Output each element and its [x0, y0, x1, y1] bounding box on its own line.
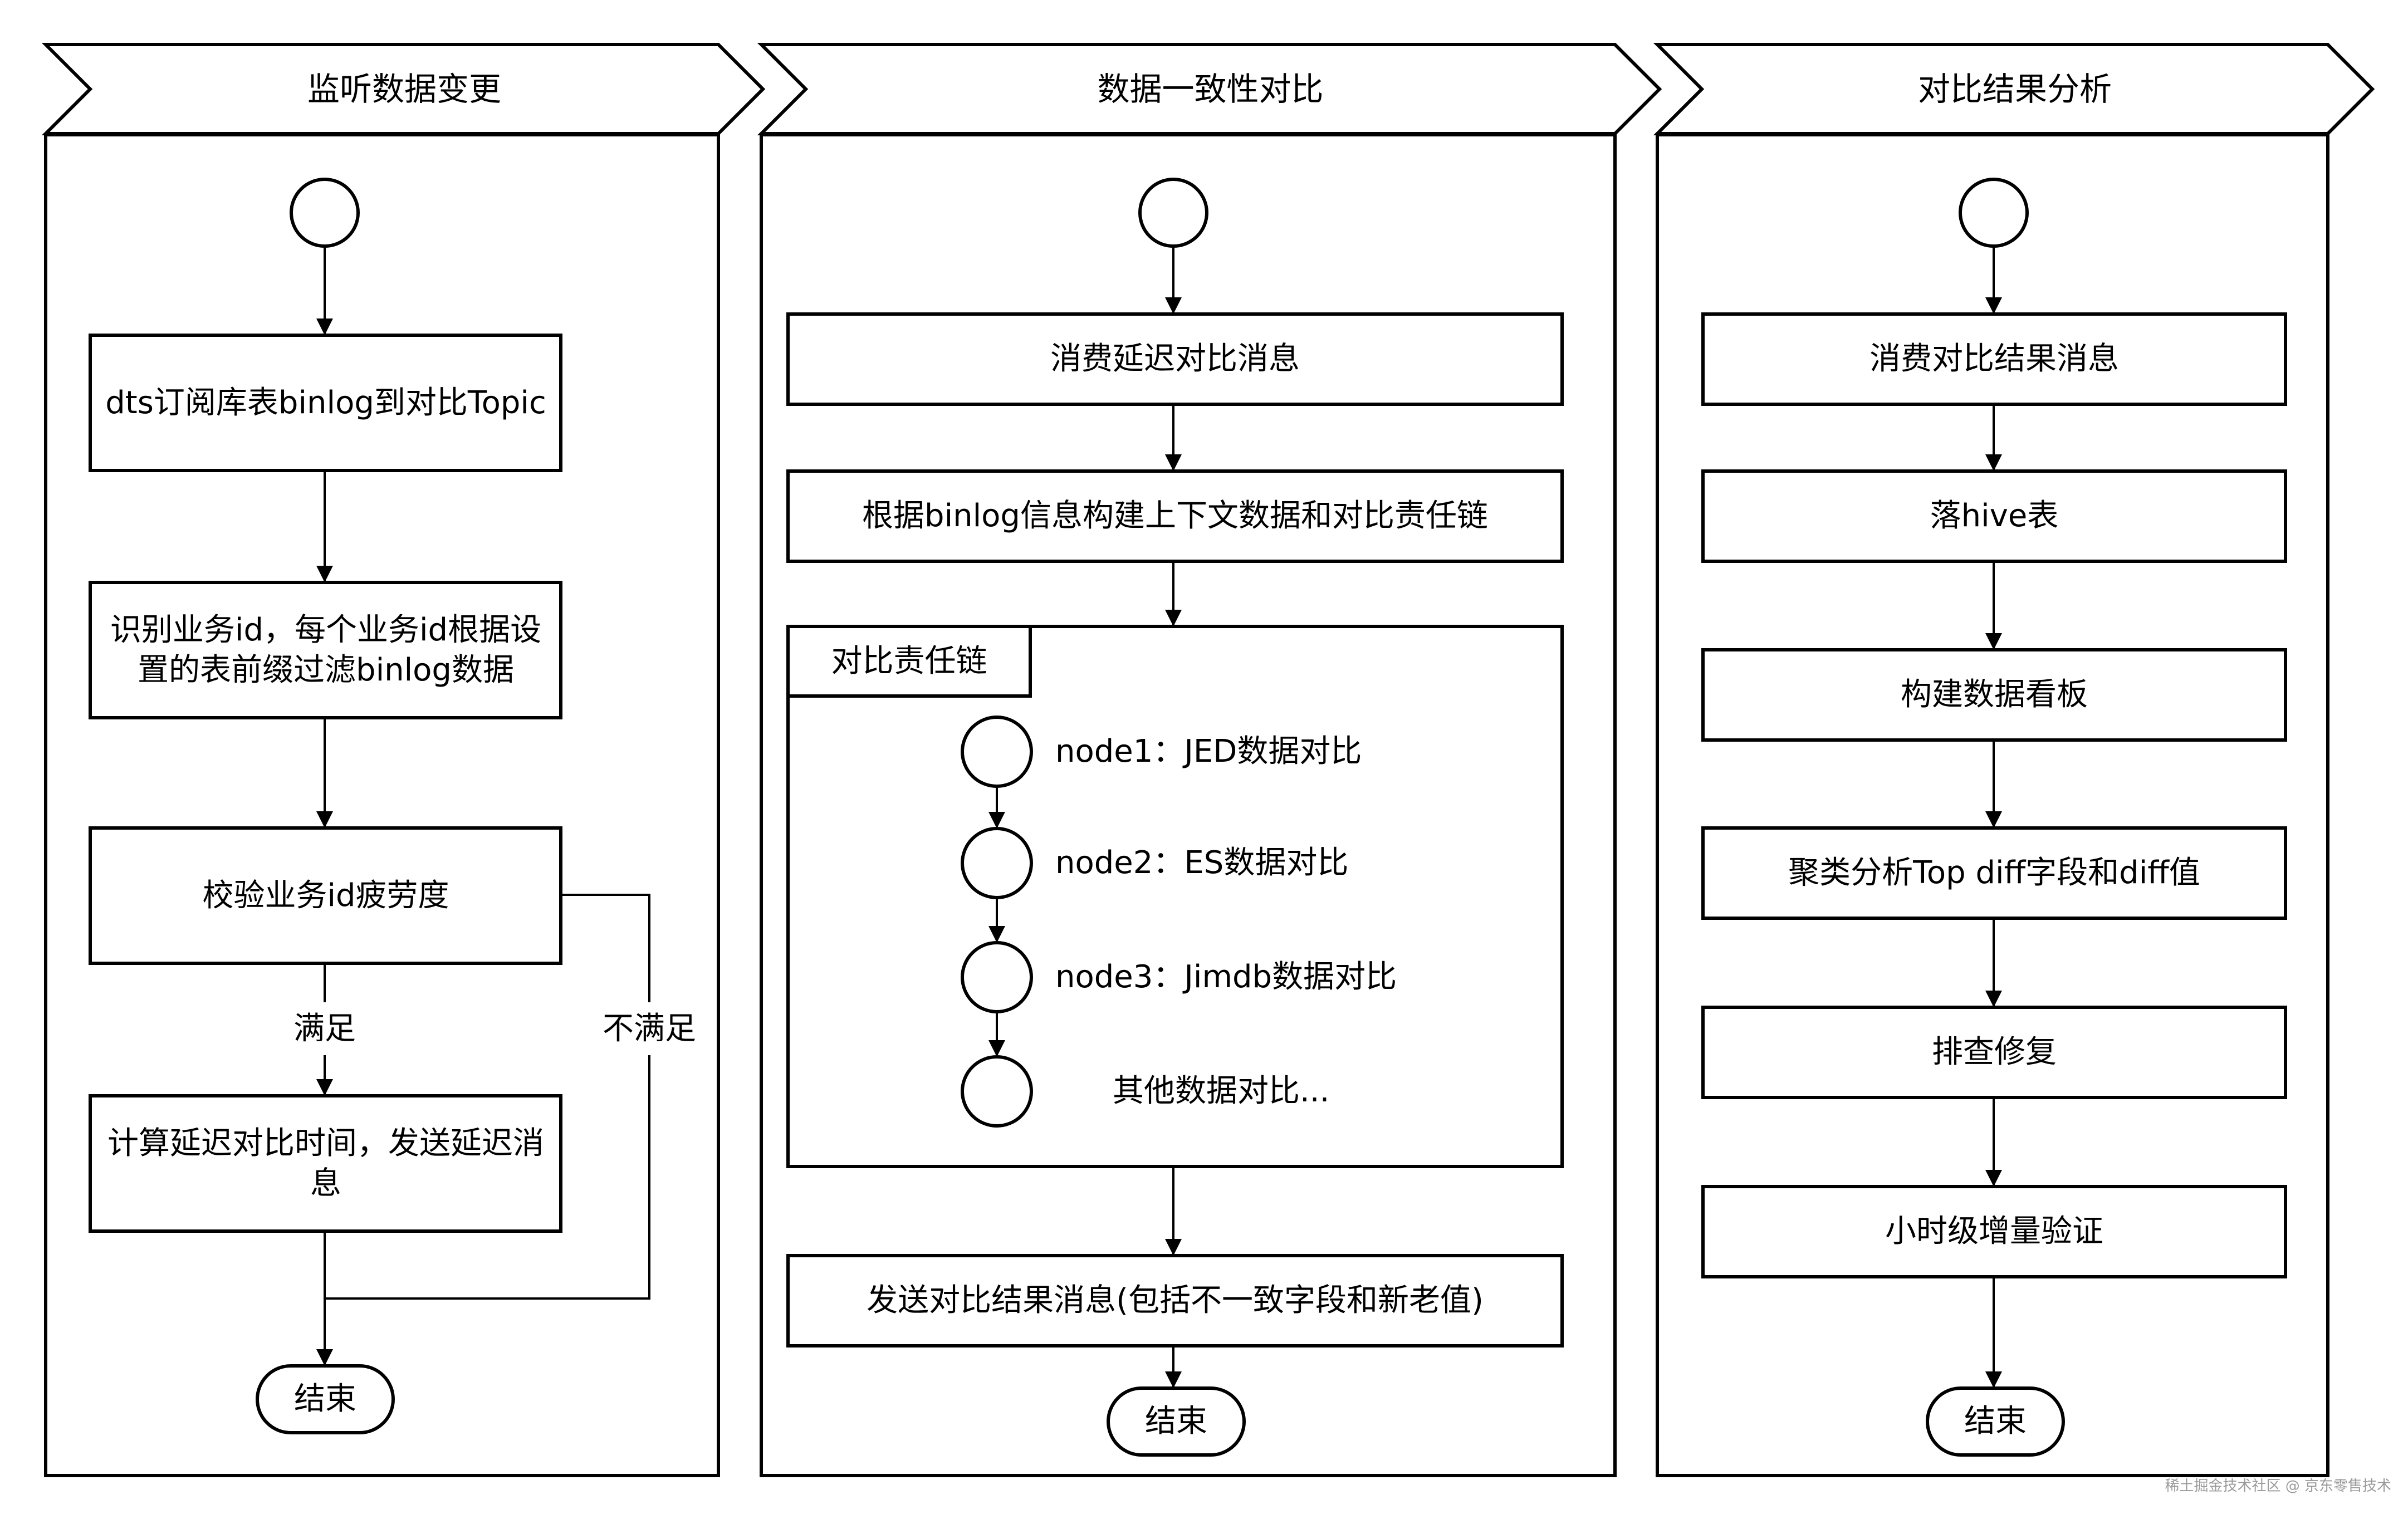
node1-label: node1：JED数据对比 [1055, 733, 1362, 770]
lane1-step2-label: 识别业务id，每个业务id根据设置的表前缀过滤binlog数据 [110, 611, 542, 688]
node4-label: 其他数据对比... [1113, 1073, 1330, 1109]
lane3-end-terminal [1926, 1386, 2065, 1457]
lane2-step1-box [786, 312, 1564, 406]
lane1-step1-label: dts订阅库表binlog到对比Topic [105, 384, 546, 421]
l1-no-branch-path [561, 894, 650, 1002]
lane1-start-circle [290, 178, 360, 248]
watermark: 稀土掘金技术社区 @ 京东零售技术 [2165, 1478, 2391, 1494]
chain-container [786, 625, 1564, 1168]
lane1-end-terminal [256, 1364, 395, 1434]
lane-header-2-title: 数据一致性对比 [1097, 70, 1324, 108]
node2-label: node2：ES数据对比 [1055, 845, 1349, 881]
lane-header-1-title: 监听数据变更 [307, 70, 501, 108]
lane3-end-label: 结束 [1964, 1403, 2027, 1439]
lane2-step1-label: 消费延迟对比消息 [1050, 341, 1300, 377]
node4-circle [961, 1055, 1033, 1128]
lane1-step4-label: 计算延迟对比时间，发送延迟消息 [107, 1125, 544, 1202]
branch-no-label: 不满足 [594, 1008, 705, 1050]
lane3-step3-label: 构建数据看板 [1901, 677, 2088, 713]
lane-header-3-title: 对比结果分析 [1917, 70, 2112, 108]
lane3-step1-label: 消费对比结果消息 [1869, 341, 2119, 377]
chain-title-tab [788, 626, 1032, 698]
l1-no-branch-path-2 [325, 1055, 650, 1300]
lane3-start-circle [1959, 178, 2029, 248]
branch-yes-label: 满足 [280, 1008, 369, 1050]
lane1-step3-label: 校验业务id疲劳度 [202, 877, 449, 914]
lane-1-body [44, 133, 720, 1477]
lane2-step2-box [786, 469, 1564, 563]
lane-2-body [760, 133, 1617, 1477]
node3-label: node3：Jimdb数据对比 [1055, 959, 1397, 995]
lane3-step5-label: 排查修复 [1932, 1034, 2057, 1070]
lane2-end-terminal [1107, 1386, 1246, 1457]
lane3-step4-label: 聚类分析Top diff字段和diff值 [1788, 855, 2200, 891]
lane2-end-label: 结束 [1145, 1403, 1207, 1439]
lane2-step2-label: 根据binlog信息构建上下文数据和对比责任链 [862, 498, 1488, 534]
node3-circle [961, 941, 1033, 1013]
lane2-step3-box [786, 1254, 1564, 1347]
lane3-step2-label: 落hive表 [1930, 498, 2059, 534]
lane1-end-label: 结束 [294, 1381, 356, 1417]
lane-3-body [1656, 133, 2329, 1477]
lane2-step3-label: 发送对比结果消息(包括不一致字段和新老值) [867, 1282, 1484, 1319]
lane2-start-circle [1138, 178, 1208, 248]
chain-title-label: 对比责任链 [831, 643, 987, 679]
node2-circle [961, 827, 1033, 899]
lane3-step6-label: 小时级增量验证 [1885, 1213, 2103, 1250]
node1-circle [961, 716, 1033, 788]
